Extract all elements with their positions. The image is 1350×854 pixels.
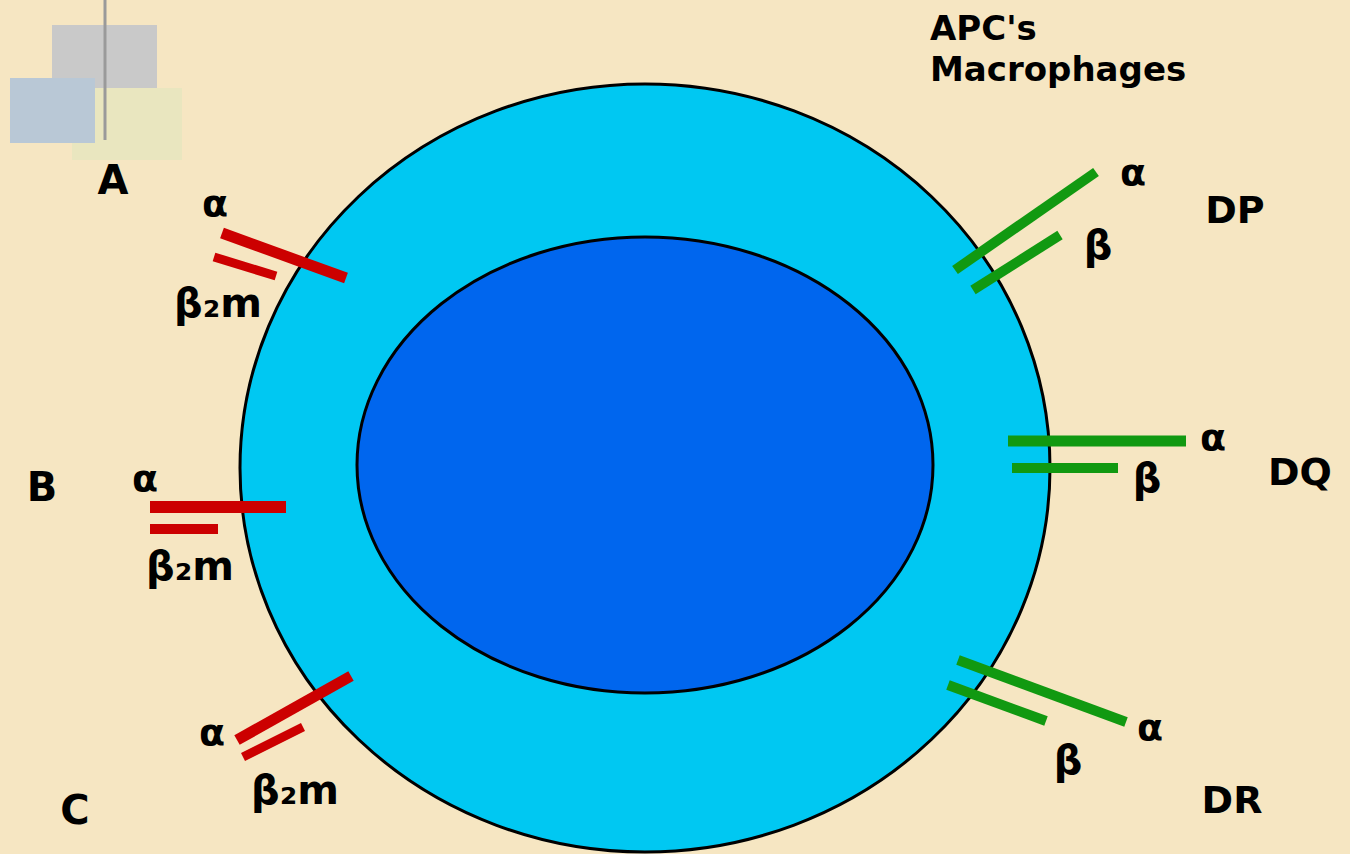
chain-label: α xyxy=(202,184,228,222)
cell-nucleus xyxy=(357,237,933,693)
chain-label: α xyxy=(1120,153,1146,191)
locus-label: DQ xyxy=(1268,453,1332,491)
allele-letter: A xyxy=(98,160,129,200)
chain-label: β₂m xyxy=(251,770,339,810)
locus-label: DP xyxy=(1205,191,1264,229)
allele-letter: C xyxy=(60,790,89,830)
chain-label: α xyxy=(1137,708,1163,746)
cell-membrane xyxy=(240,84,1050,852)
chain-label: β₂m xyxy=(146,546,234,586)
chain-label: α xyxy=(1200,418,1226,456)
heading: APC's Macrophages xyxy=(930,8,1230,90)
chain-label: α xyxy=(199,713,225,751)
mhc-class-ii xyxy=(948,172,1186,722)
mhc-class-i xyxy=(150,233,351,757)
chain-label: β₂m xyxy=(174,283,262,323)
allele-letter: B xyxy=(27,467,58,507)
chain-label: β xyxy=(1054,740,1083,780)
chain-label: β xyxy=(1133,458,1162,498)
locus-label: DR xyxy=(1202,781,1263,819)
chain-label: β xyxy=(1084,225,1113,265)
chain-label: α xyxy=(132,459,158,497)
